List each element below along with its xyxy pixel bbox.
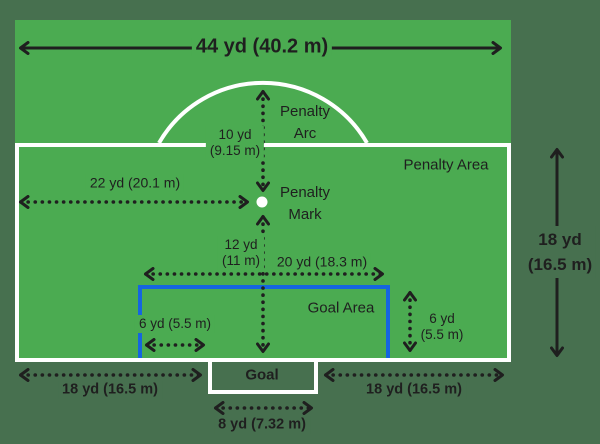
goal-label: Goal [245, 366, 279, 384]
goal-area-side-label: 6 yd (5.5 m) [134, 315, 216, 333]
penalty-depth-label: 18 yd (16.5 m) [523, 226, 597, 278]
mark-distance-label: 22 yd (20.1 m) [85, 173, 185, 193]
penalty-mark-label: Penalty Mark [279, 184, 331, 223]
field-width-label: 44 yd (40.2 m) [191, 37, 333, 57]
arc-radius-label: 10 yd (9.15 m) [205, 126, 265, 160]
bottom-right-label: 18 yd (16.5 m) [362, 380, 466, 400]
penalty-area-label: Penalty Area [403, 156, 489, 174]
mark-to-goal-label: 12 yd (11 m) [217, 236, 265, 270]
penalty-arc-label: Penalty Arc [279, 103, 331, 142]
goal-width-label: 8 yd (7.32 m) [214, 415, 310, 435]
goal-box [208, 358, 318, 394]
goal-area-width-label: 20 yd (18.3 m) [272, 252, 372, 272]
bottom-left-label: 18 yd (16.5 m) [58, 380, 162, 400]
goal-area-label: Goal Area [307, 299, 375, 317]
goal-area-depth-label: 6 yd (5.5 m) [420, 311, 464, 342]
